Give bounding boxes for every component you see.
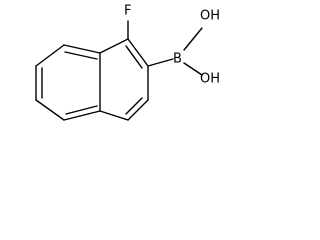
- bond-b-oh-right: [183, 62, 203, 76]
- bond-left-ring-lower-left: [35, 99, 65, 121]
- bond-left-ring-upper-left: [35, 44, 65, 67]
- bond-right-ring-lower-right: [127, 99, 149, 121]
- bond-right-ring-upper-right: [127, 38, 149, 67]
- atom-label-oh-right: OH: [200, 72, 220, 87]
- structure-diagram: F B OH OH: [0, 0, 230, 134]
- atom-label-oh-top: OH: [200, 9, 220, 24]
- bond-b-oh-top: [183, 27, 203, 51]
- bond-right-ring-top: [99, 38, 129, 54]
- atom-label-fluorine: F: [124, 4, 131, 19]
- molecule-svg: F B OH OH: [35, 4, 220, 121]
- bond-right-ring-upper-right-inner: [125, 45, 143, 69]
- bond-left-ring-bottom-inner: [65, 105, 98, 115]
- bond-left-ring-top: [63, 44, 101, 54]
- bond-left-ring-top-inner: [64, 51, 98, 60]
- bond-c-b: [147, 58, 174, 67]
- bond-left-ring-bottom: [63, 110, 101, 121]
- bond-right-ring-bottom: [99, 110, 129, 121]
- bond-right-ring-lower-right-inner: [125, 97, 143, 115]
- atom-label-boron: B: [173, 52, 182, 67]
